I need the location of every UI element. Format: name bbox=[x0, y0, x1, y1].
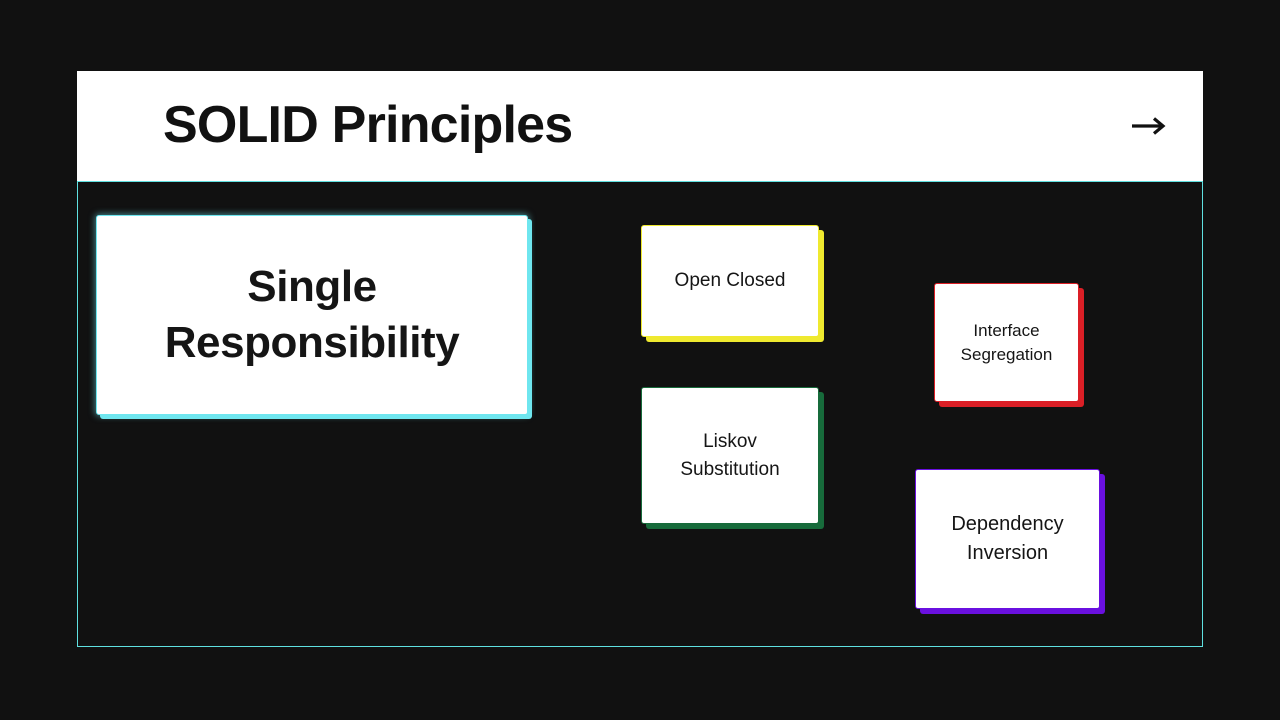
card-interface-segregation[interactable]: Interface Segregation bbox=[934, 283, 1079, 402]
card-label: Liskov Substitution bbox=[680, 430, 780, 480]
card-label: Open Closed bbox=[674, 269, 786, 291]
slide-header: SOLID Principles bbox=[77, 71, 1203, 181]
card-label: Interface Segregation bbox=[960, 321, 1053, 364]
page-title: SOLID Principles bbox=[163, 96, 573, 154]
card-label: Dependency Inversion bbox=[951, 513, 1064, 564]
arrow-right-icon[interactable] bbox=[1125, 102, 1173, 150]
card-liskov-substitution[interactable]: Liskov Substitution bbox=[641, 387, 819, 524]
card-open-closed[interactable]: Open Closed bbox=[641, 225, 819, 337]
card-label: Single Responsibility bbox=[164, 261, 460, 367]
card-dependency-inversion[interactable]: Dependency Inversion bbox=[915, 469, 1100, 609]
card-single-responsibility[interactable]: Single Responsibility bbox=[96, 215, 528, 415]
